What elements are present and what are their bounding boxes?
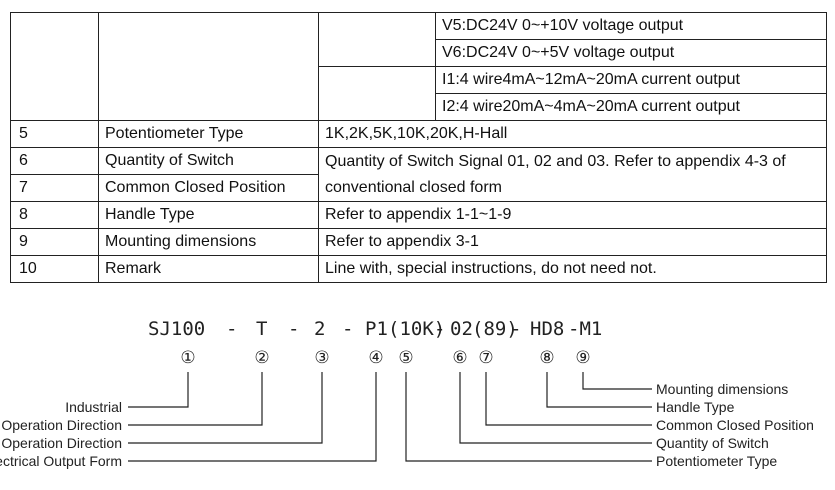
table-cell-empty xyxy=(318,66,436,121)
code-separator: - xyxy=(434,318,445,340)
specification-table: V5:DC24V 0~+10V voltage output V6:DC24V … xyxy=(10,12,827,283)
row-number: 6 xyxy=(10,147,99,175)
output-option: V5:DC24V 0~+10V voltage output xyxy=(435,12,827,40)
table-row: I2:4 wire20mA~4mA~20mA current output xyxy=(11,93,827,121)
position-number: ① xyxy=(180,348,195,368)
table-row: 10 Remark Line with, special instruction… xyxy=(10,255,827,283)
code-separator: - xyxy=(226,318,237,340)
position-number: ⑤ xyxy=(398,348,413,368)
code-segment: HD8 xyxy=(530,318,564,340)
position-number: ③ xyxy=(314,348,329,368)
table-row: V6:DC24V 0~+5V voltage output xyxy=(11,39,827,67)
diagram-label: Handle Type xyxy=(656,399,735,415)
row-number: 10 xyxy=(10,255,99,283)
diagram-label: Potentiometer Type xyxy=(656,453,777,469)
row-number: 8 xyxy=(10,201,99,229)
row-description: Quantity of Switch Signal 01, 02 and 03.… xyxy=(318,147,827,202)
row-number: 5 xyxy=(10,120,99,148)
position-number: ② xyxy=(254,348,269,368)
table-row: 5 Potentiometer Type 1K,2K,5K,10K,20K,H-… xyxy=(10,120,827,148)
position-number: ⑨ xyxy=(575,348,590,368)
table-row: 9 Mounting dimensions Refer to appendix … xyxy=(10,228,827,256)
leader-line xyxy=(546,372,652,408)
output-option: I2:4 wire20mA~4mA~20mA current output xyxy=(435,93,827,121)
model-code-diagram: SJ100 - T - 2 - P1 (10K) - 02 (89) - HD8… xyxy=(0,318,814,469)
diagram-label: Operation Direction xyxy=(1,417,122,433)
row-item: Quantity of Switch xyxy=(98,147,319,175)
table-cell-empty xyxy=(10,12,99,121)
leader-line xyxy=(128,372,377,462)
code-segment: -M1 xyxy=(568,318,602,340)
leader-line xyxy=(405,372,652,462)
code-segment: 02 xyxy=(450,318,473,340)
code-segment: (89) xyxy=(472,318,518,340)
position-number: ④ xyxy=(368,348,383,368)
table-row: 8 Handle Type Refer to appendix 1-1~1-9 xyxy=(10,201,827,229)
table-cell-empty xyxy=(318,12,436,67)
row-item: Mounting dimensions xyxy=(98,228,319,256)
position-number: ⑥ xyxy=(452,348,467,368)
position-number: ⑧ xyxy=(539,348,554,368)
table-cell-empty xyxy=(98,12,319,121)
diagram-label: Quantity of Switch xyxy=(656,435,769,451)
diagram-label: Common Closed Position xyxy=(656,417,814,433)
leader-line xyxy=(485,372,652,426)
diagram-label: Industrial xyxy=(65,399,122,415)
diagram-label: Operation Direction xyxy=(1,435,122,451)
table-row: 6 Quantity of Switch Quantity of Switch … xyxy=(10,147,827,202)
table-row: V5:DC24V 0~+10V voltage output xyxy=(10,12,827,121)
leader-line xyxy=(128,372,189,408)
output-option: I1:4 wire4mA~12mA~20mA current output xyxy=(435,66,827,94)
code-separator: - xyxy=(510,318,521,340)
code-segment: SJ100 xyxy=(148,318,205,340)
code-separator: - xyxy=(342,318,353,340)
row-number: 9 xyxy=(10,228,99,256)
row-number: 7 xyxy=(10,174,99,202)
row-item: Potentiometer Type xyxy=(98,120,319,148)
leader-line xyxy=(128,372,263,426)
code-segment: T xyxy=(256,318,267,340)
leader-line xyxy=(128,372,323,444)
output-option: V6:DC24V 0~+5V voltage output xyxy=(435,39,827,67)
row-description: 1K,2K,5K,10K,20K,H-Hall xyxy=(318,120,827,148)
row-description: Refer to appendix 1-1~1-9 xyxy=(318,201,827,229)
row-description: Line with, special instructions, do not … xyxy=(318,255,827,283)
row-item: Common Closed Position xyxy=(98,174,319,202)
position-number: ⑦ xyxy=(478,348,493,368)
code-separator: - xyxy=(288,318,299,340)
row-item: Handle Type xyxy=(98,201,319,229)
leader-line xyxy=(459,372,652,444)
code-segment: P1 xyxy=(365,318,388,340)
table-row: 7 Common Closed Position xyxy=(10,174,827,202)
leader-line xyxy=(582,372,652,390)
row-item: Remark xyxy=(98,255,319,283)
diagram-label: Electrical Output Form xyxy=(0,453,122,469)
diagram-label: Mounting dimensions xyxy=(656,381,788,397)
code-segment: 2 xyxy=(314,318,325,340)
row-description: Refer to appendix 3-1 xyxy=(318,228,827,256)
code-segment: (10K) xyxy=(388,318,445,340)
